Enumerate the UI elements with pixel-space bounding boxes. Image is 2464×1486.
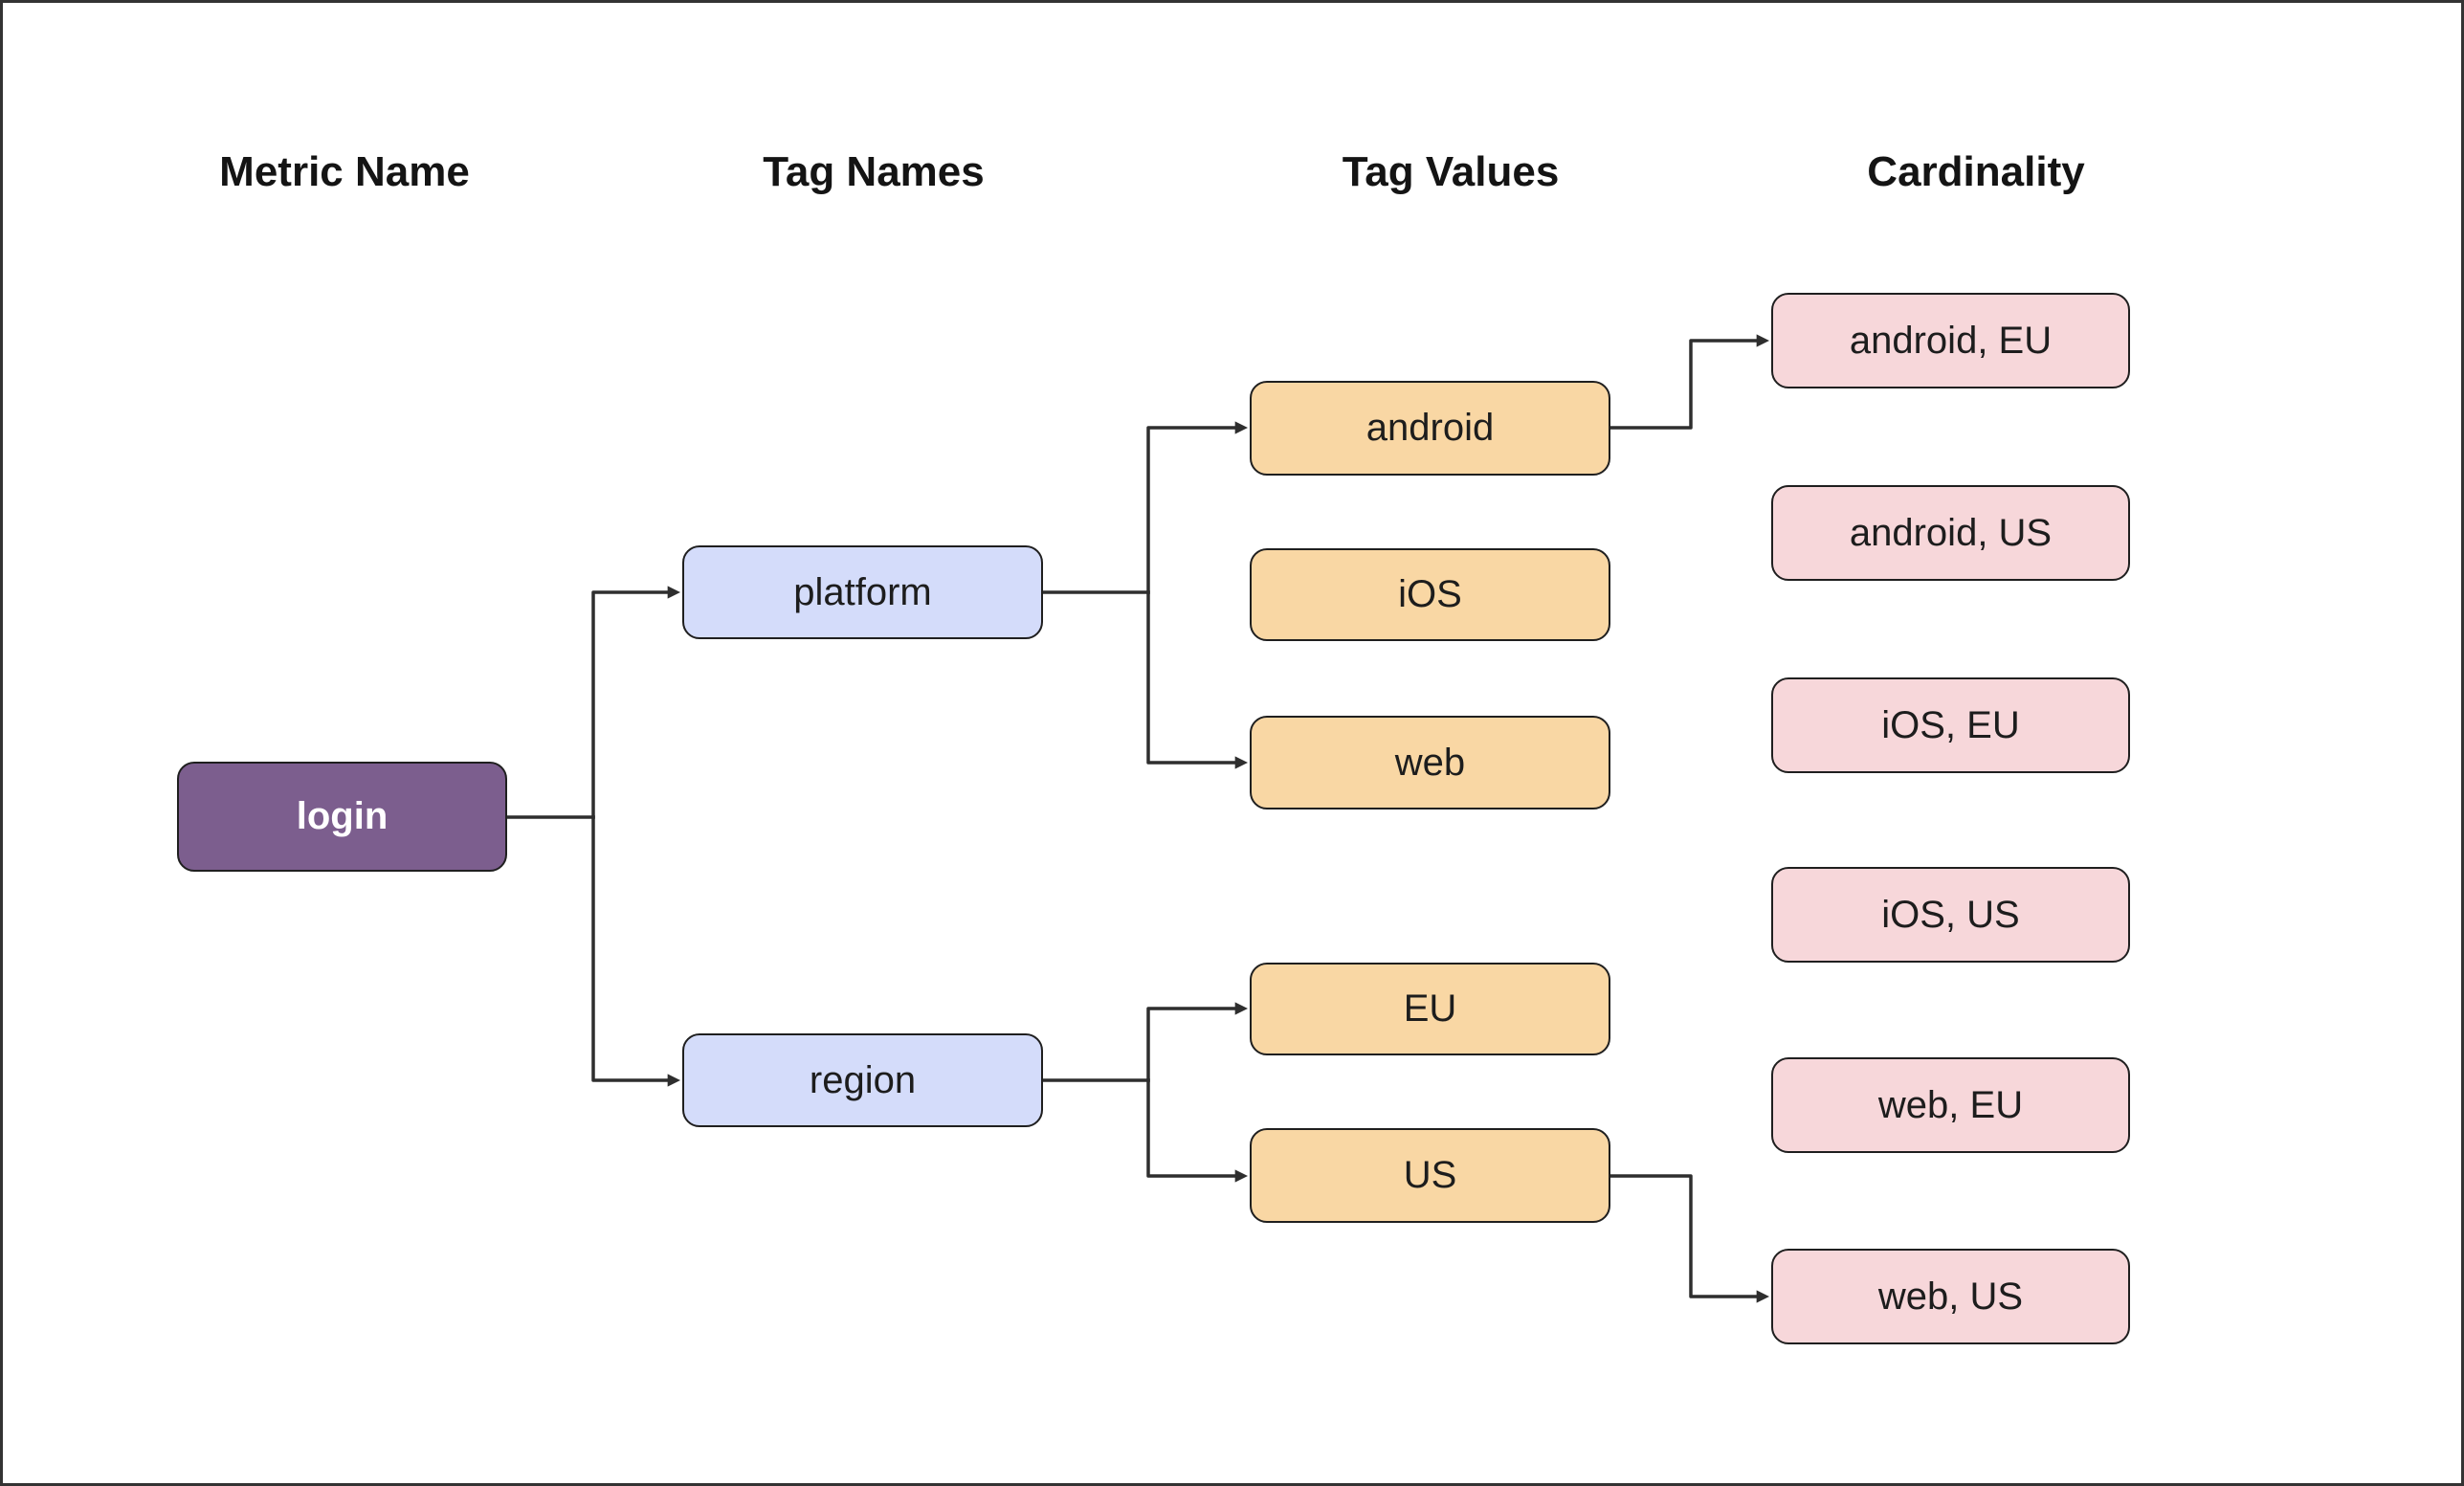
node-cardinality-ios-us: iOS, US: [1771, 867, 2130, 963]
edge-android-androidEU: [1609, 334, 1769, 430]
edge-region-us: [1146, 1078, 1248, 1183]
node-value-eu: EU: [1250, 963, 1610, 1055]
node-cardinality-ios-eu: iOS, EU: [1771, 677, 2130, 773]
node-cardinality-web-us: web, US: [1771, 1249, 2130, 1344]
node-value-us: US: [1250, 1128, 1610, 1223]
node-metric-login: login: [177, 762, 507, 872]
edge-login-region: [591, 815, 680, 1087]
node-value-ios: iOS: [1250, 548, 1610, 641]
header-cardinality: Cardinality: [1867, 148, 2085, 195]
node-tag-platform: platform: [682, 545, 1043, 639]
node-cardinality-android-us: android, US: [1771, 485, 2130, 581]
node-value-android: android: [1250, 381, 1610, 476]
node-tag-region: region: [682, 1033, 1043, 1127]
edge-platform-android: [1146, 421, 1248, 594]
edge-us-webUS: [1609, 1174, 1769, 1303]
edge-platform-web: [1146, 590, 1248, 769]
header-tag-values: Tag Values: [1342, 148, 1560, 195]
edge-login-platform: [591, 586, 680, 819]
header-tag-names: Tag Names: [763, 148, 985, 195]
node-cardinality-web-eu: web, EU: [1771, 1057, 2130, 1153]
node-cardinality-android-eu: android, EU: [1771, 293, 2130, 388]
edge-region-eu: [1146, 1002, 1248, 1082]
header-metric-name: Metric Name: [219, 148, 470, 195]
node-value-web: web: [1250, 716, 1610, 810]
